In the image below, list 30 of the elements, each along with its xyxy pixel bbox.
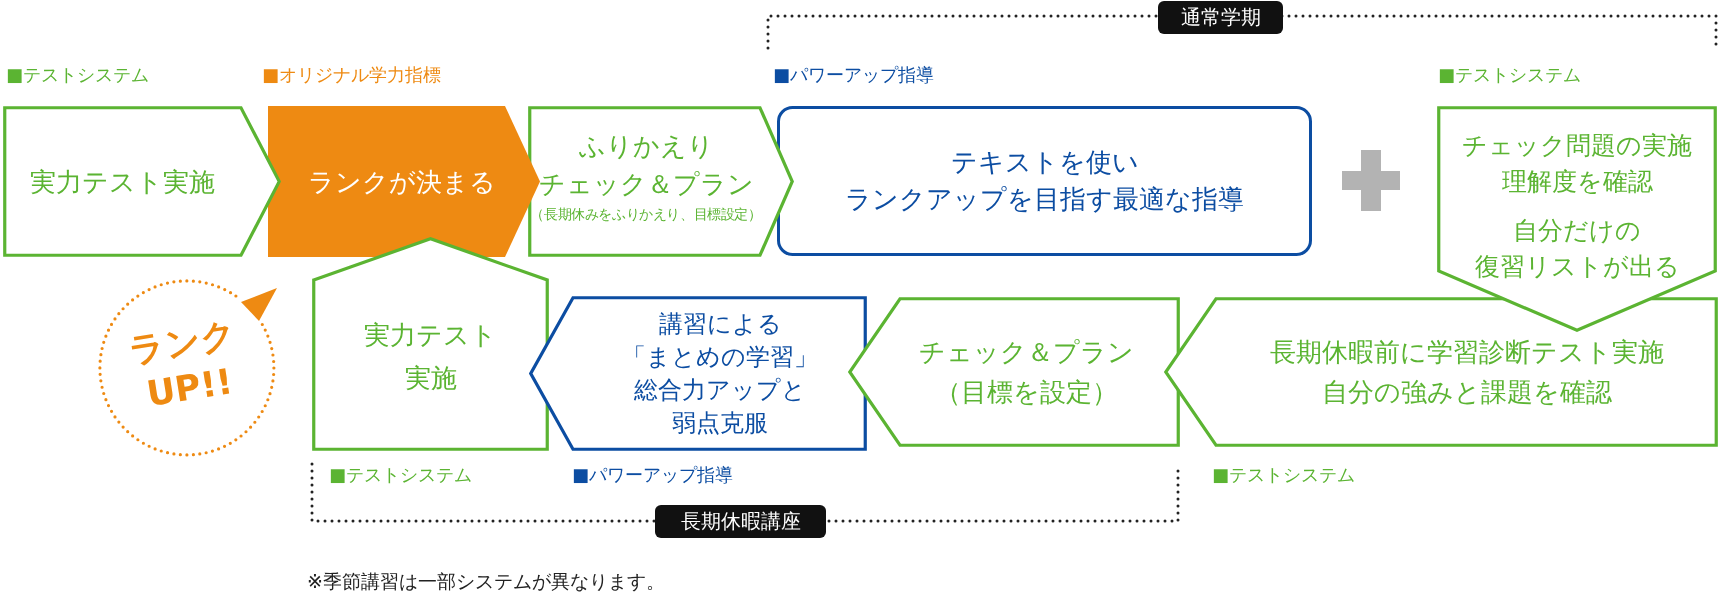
step-box <box>3 106 281 257</box>
category-label: ■テストシステム <box>329 464 472 486</box>
category-label: ■テストシステム <box>1438 64 1581 86</box>
footnote-text: ※季節講習は一部システムが異なります。 <box>307 569 665 594</box>
step-pentagon <box>312 237 549 451</box>
step-box <box>268 106 540 257</box>
step-text: ふりかえりチェック＆プラン <box>538 129 754 201</box>
step-box <box>528 106 794 257</box>
rank-up-text: ランクUP!! <box>125 313 240 417</box>
period-tag: 通常学期 <box>1158 1 1283 34</box>
period-tag: 長期休暇講座 <box>655 505 826 538</box>
step-text: ランクが決まる <box>307 165 496 199</box>
category-label: ■テストシステム <box>6 64 149 86</box>
category-label: ■オリジナル学力指標 <box>262 64 441 86</box>
step-text: 実力テスト実施 <box>29 165 215 199</box>
step-text: テキストを使いランクアップを目指す最適な指導 <box>845 146 1244 216</box>
step-box <box>529 296 867 451</box>
step-text: 実力テスト実施 <box>364 319 497 395</box>
rounded-panel <box>777 106 1312 256</box>
step-box <box>848 297 1180 447</box>
category-label: ■テストシステム <box>1212 464 1355 486</box>
step-text: チェック＆プラン（目標を設定） <box>918 336 1134 409</box>
step-box <box>1164 297 1718 447</box>
step-text: チェック問題の実施理解度を確認 <box>1462 130 1692 198</box>
step-text: 長期休暇前に学習診断テスト実施自分の強みと課題を確認 <box>1270 336 1664 409</box>
step-note: （長期休みをふりかえり、目標設定） <box>530 204 762 224</box>
step-text: 講習による「まとめの学習」総合力アップと弱点克服 <box>622 308 818 439</box>
category-label: ■パワーアップ指導 <box>572 464 733 486</box>
category-label: ■パワーアップ指導 <box>773 64 934 86</box>
step-text: 自分だけの復習リストが出る <box>1474 215 1680 283</box>
